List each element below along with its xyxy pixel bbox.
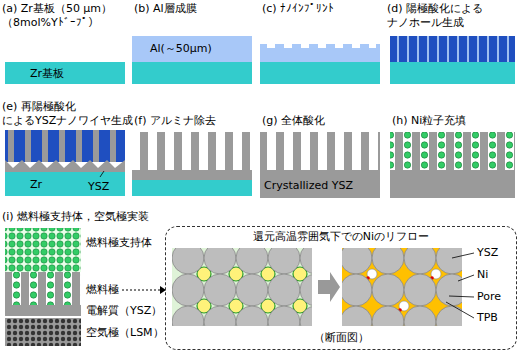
text-label: 空気極（LSM） [86,326,164,340]
ysz-grain [204,274,236,306]
panel-d [390,36,515,84]
text-label: Crystallized YSZ [264,179,353,193]
alumina-with-wires [5,130,125,162]
ysz-grain [404,274,436,306]
ysz-grain [236,248,268,274]
cathode [5,318,81,346]
panel-g [260,132,380,198]
ysz-base [132,170,252,180]
ysz-grain [372,306,404,326]
ysz-grain [404,248,436,274]
text-label: TPB [477,311,498,325]
ysz-grain [204,306,236,326]
text-label: Ni [477,268,488,282]
text-label: YSZ [88,180,109,194]
text-label: (h) Ni粒子充填 [392,114,466,128]
zr-substrate [260,62,380,84]
text-label: Zr [30,178,42,192]
leader-line [122,290,160,291]
zr-substrate [132,62,252,84]
pore [431,269,441,279]
ysz-grain [204,248,236,274]
ysz-grain [300,274,312,306]
panel-b [132,36,252,84]
nanoholes [390,36,515,62]
dashed-region: 還元高温雰囲気下でのNiのリフロー （断面図） [165,226,517,350]
text-label: 燃料極支持体 [86,236,152,250]
region-title: 還元高温雰囲気下でのNiのリフロー [251,230,431,244]
pore [399,301,409,311]
ysz-grain [268,274,300,306]
ysz-grain [372,248,404,274]
ysz-grain [404,306,436,326]
region-title: （断面図） [312,331,371,345]
leader-line [449,296,474,297]
anode-layer [5,272,81,305]
leader-line [100,171,104,177]
text-label: (f) アルミナ除去 [134,114,216,128]
panel-c [260,44,380,84]
ysz-pillars [260,132,380,170]
leader-line [446,302,474,318]
cell-stack [5,228,166,346]
ysz-grain [300,248,312,274]
ysz-grain [268,248,300,274]
al-layer [132,36,252,62]
crystallized-ysz [260,170,380,198]
ni-filled-pillars [390,132,515,170]
imprinted-al [260,44,380,62]
ysz-grain [172,248,204,274]
ysz-grain [172,274,204,306]
ysz-grain [342,248,372,274]
panel-h [390,132,515,198]
zr-substrate [5,172,125,196]
text-label: (i) 燃料極支持体，空気極実装 [2,210,149,224]
text-label: 電解質（YSZ） [86,304,162,318]
ysz-grain [236,274,268,306]
panel-e [5,130,125,196]
leader-line [458,275,474,281]
ysz-interface [5,160,125,172]
ysz-grain [372,274,404,306]
section-before [172,248,312,326]
crystallized-ysz [390,170,515,198]
panel-f [132,132,252,196]
leader-lines [446,253,474,318]
zr-substrate [132,180,252,196]
text-label: YSZ [477,246,498,260]
text-label: Zr基板 [30,67,64,81]
ysz-grain [436,274,462,306]
section-after [342,248,462,326]
text-label: (e) 再陽極酸化 によるYSZナノワイヤ生成 [2,100,134,128]
anode-support [5,228,81,272]
ysz-grain [268,306,300,326]
text-label: 燃料極 [86,283,119,297]
text-label: (g) 全体酸化 [262,114,325,128]
text-label: (c) ﾅﾉｲﾝﾌﾟﾘﾝﾄ [262,2,334,16]
ysz-grain [436,248,462,274]
zr-substrate [5,62,125,84]
text-label: Al(～50μm) [150,42,212,56]
leader-line [452,253,474,258]
ysz-grain [300,306,312,326]
ysz-grain [342,274,372,306]
ysz-grain [172,306,204,326]
text-label: Pore [477,290,501,304]
ysz-pillars [132,132,252,170]
electrolyte [5,305,81,316]
substrate-a [5,62,125,84]
process-arrow [318,272,340,302]
text-label: (b) Al層成膜 [134,2,197,16]
ysz-grain [342,306,372,326]
zr-substrate [390,62,515,84]
ysz-grain [236,306,268,326]
text-label: (a) Zr基板（50 μm） （8mol%Yﾄﾞｰﾌﾟ） [2,2,130,30]
text-label: (d) 陽極酸化による ナノホール生成 [387,2,519,30]
pore [367,269,377,279]
